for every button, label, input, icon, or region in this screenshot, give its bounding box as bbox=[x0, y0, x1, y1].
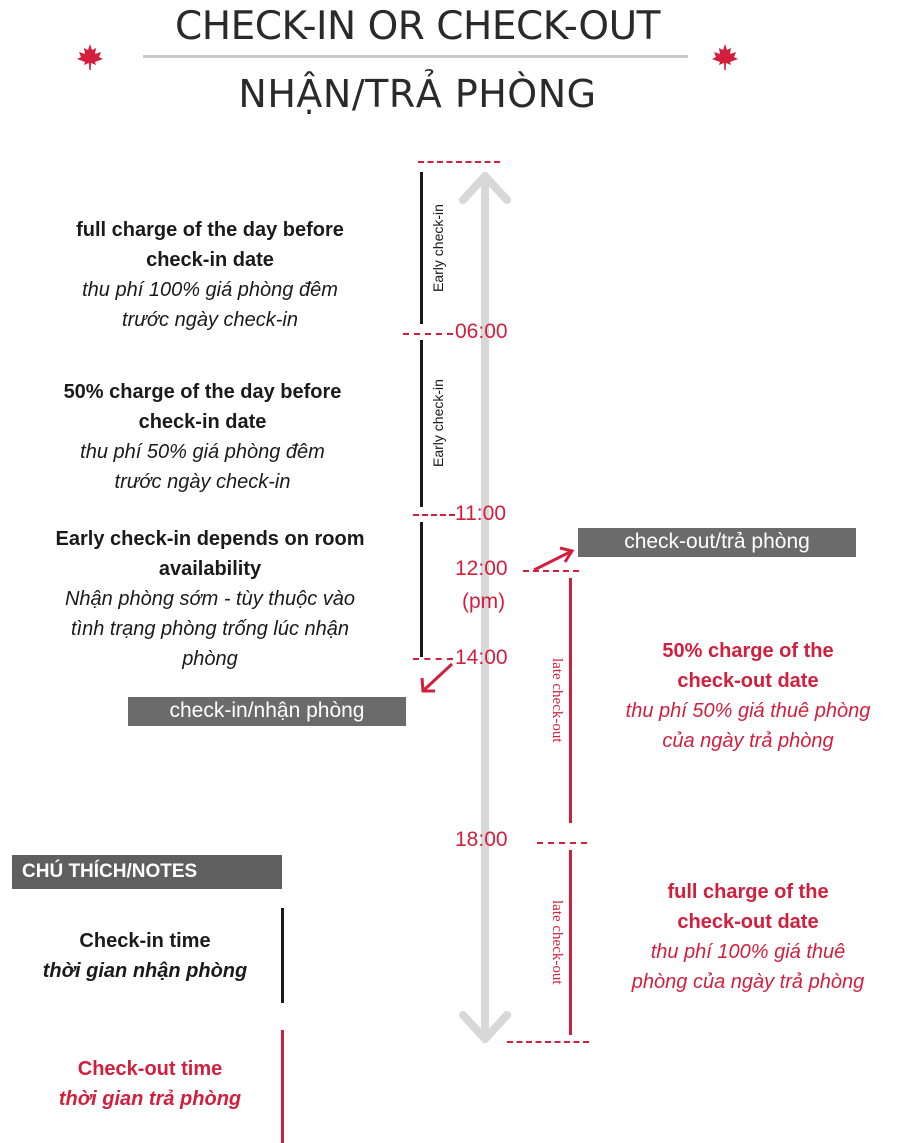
time-label-1400: 14:00 bbox=[455, 646, 508, 669]
early-checkin-label-2: Early check-in bbox=[430, 379, 446, 468]
block-heading: full charge of the day before bbox=[76, 219, 344, 241]
block-heading: full charge of the bbox=[667, 881, 829, 903]
block-translation: thu phí 100% giá thuê bbox=[650, 941, 846, 963]
left-block-early-checkin: Early check-in depends on room availabil… bbox=[0, 524, 420, 674]
checkout-box: check-out/trả phòng bbox=[578, 528, 856, 557]
legend-checkout-label: Check-out time bbox=[77, 1058, 223, 1080]
block-heading: Early check-in depends on room bbox=[55, 528, 365, 550]
legend-checkout-line bbox=[281, 1030, 284, 1143]
late-checkout-bar-2 bbox=[569, 850, 572, 1035]
legend-checkout: Check-out time thời gian trả phòng bbox=[0, 1054, 300, 1114]
block-translation: trước ngày check-in bbox=[122, 309, 298, 331]
tick-1400 bbox=[413, 658, 453, 660]
checkin-box: check-in/nhận phòng bbox=[128, 697, 406, 726]
block-translation: Nhận phòng sớm - tùy thuộc vào bbox=[64, 588, 356, 610]
maple-leaf-icon bbox=[77, 44, 103, 70]
checkin-window-bar bbox=[420, 522, 423, 657]
block-translation: tình trạng phòng trống lúc nhận bbox=[71, 618, 349, 640]
block-translation: trước ngày check-in bbox=[114, 471, 291, 493]
tick-0600 bbox=[403, 333, 453, 335]
legend-checkin-line bbox=[281, 908, 284, 1003]
block-heading: check-out date bbox=[677, 670, 819, 692]
late-checkout-label-2: late check-out bbox=[549, 900, 565, 985]
right-block-half-checkout: 50% charge of the check-out date thu phí… bbox=[588, 636, 908, 756]
block-translation: phòng của ngày trả phòng bbox=[631, 971, 865, 993]
early-checkin-label-1: Early check-in bbox=[430, 204, 446, 292]
left-block-half-charge: 50% charge of the day before check-in da… bbox=[0, 377, 405, 497]
checkout-pointer-arrow bbox=[533, 546, 575, 572]
early-checkin-bar-1 bbox=[420, 172, 423, 324]
tick-1100 bbox=[413, 514, 455, 516]
block-heading: availability bbox=[158, 558, 262, 580]
title-divider bbox=[143, 55, 688, 58]
timeline-end-tick bbox=[507, 1041, 589, 1043]
time-label-pm: (pm) bbox=[462, 590, 506, 613]
time-label-1200: 12:00 bbox=[455, 557, 508, 580]
block-heading: 50% charge of the day before bbox=[63, 381, 342, 403]
page-subtitle: NHẬN/TRẢ PHÒNG bbox=[238, 72, 597, 116]
block-translation: thu phí 50% giá thuê phòng bbox=[625, 700, 871, 722]
block-heading: check-in date bbox=[146, 249, 274, 271]
timeline-start-tick bbox=[418, 161, 500, 163]
late-checkout-bar-1 bbox=[569, 578, 572, 823]
block-translation: thu phí 100% giá phòng đêm bbox=[82, 279, 338, 301]
tick-1200 bbox=[523, 570, 579, 572]
time-label-1800: 18:00 bbox=[455, 828, 508, 851]
legend-checkin-label: Check-in time bbox=[79, 930, 211, 952]
early-checkin-bar-2 bbox=[420, 340, 423, 507]
block-translation: phòng bbox=[182, 648, 238, 670]
block-heading: 50% charge of the bbox=[662, 640, 834, 662]
time-label-0600: 06:00 bbox=[455, 320, 508, 343]
checkin-pointer-arrow bbox=[420, 662, 454, 693]
notes-header: CHÚ THÍCH/NOTES bbox=[12, 855, 282, 889]
legend-checkout-translation: thời gian trả phòng bbox=[58, 1088, 242, 1110]
block-heading: check-out date bbox=[677, 911, 819, 933]
tick-1800 bbox=[537, 842, 587, 844]
left-block-full-charge: full charge of the day before check-in d… bbox=[0, 215, 420, 335]
late-checkout-label-1: late check-out bbox=[549, 658, 565, 743]
legend-checkin-translation: thời gian nhận phòng bbox=[42, 960, 248, 982]
page-title: CHECK-IN OR CHECK-OUT bbox=[175, 4, 660, 49]
block-heading: check-in date bbox=[138, 411, 267, 433]
right-block-full-checkout: full charge of the check-out date thu ph… bbox=[588, 877, 908, 997]
block-translation: của ngày trả phòng bbox=[662, 730, 834, 752]
legend-checkin: Check-in time thời gian nhận phòng bbox=[0, 926, 290, 986]
timeline-arrow bbox=[459, 172, 511, 1043]
maple-leaf-icon bbox=[712, 44, 738, 70]
block-translation: thu phí 50% giá phòng đêm bbox=[80, 441, 325, 463]
time-label-1100: 11:00 bbox=[455, 502, 506, 525]
